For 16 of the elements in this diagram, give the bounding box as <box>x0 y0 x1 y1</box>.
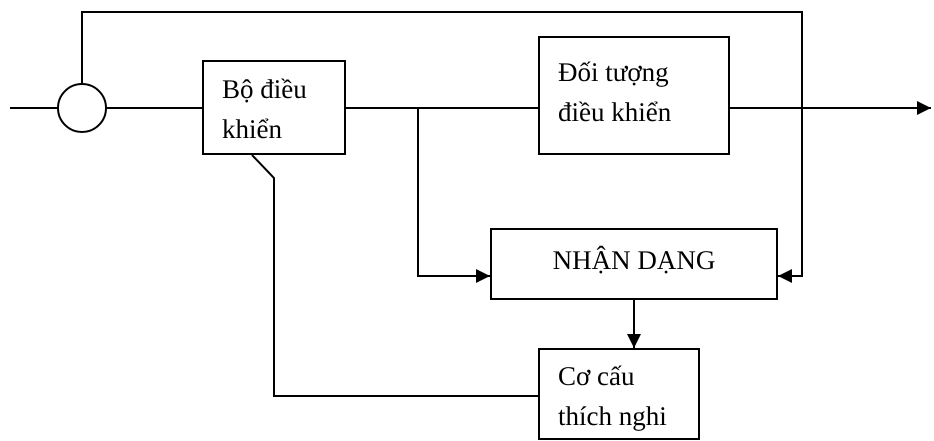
connector-line <box>10 107 57 109</box>
arrow <box>346 107 490 283</box>
process-box <box>490 228 778 300</box>
box-label: NHẬN DẠNG <box>552 244 716 277</box>
process-box <box>538 348 700 440</box>
box-label: Bộ điều khiển <box>222 73 308 146</box>
connector-line <box>251 154 538 397</box>
box-label: Đối tượng điều khiển <box>558 56 672 129</box>
process-box <box>202 60 346 155</box>
arrow <box>627 300 641 348</box>
connector-line <box>81 11 803 109</box>
summing-circle <box>57 83 107 133</box>
connector-line <box>107 107 202 109</box>
box-label: Cơ cấu thích nghi <box>558 360 668 433</box>
arrow <box>730 107 803 283</box>
process-box <box>538 36 730 155</box>
